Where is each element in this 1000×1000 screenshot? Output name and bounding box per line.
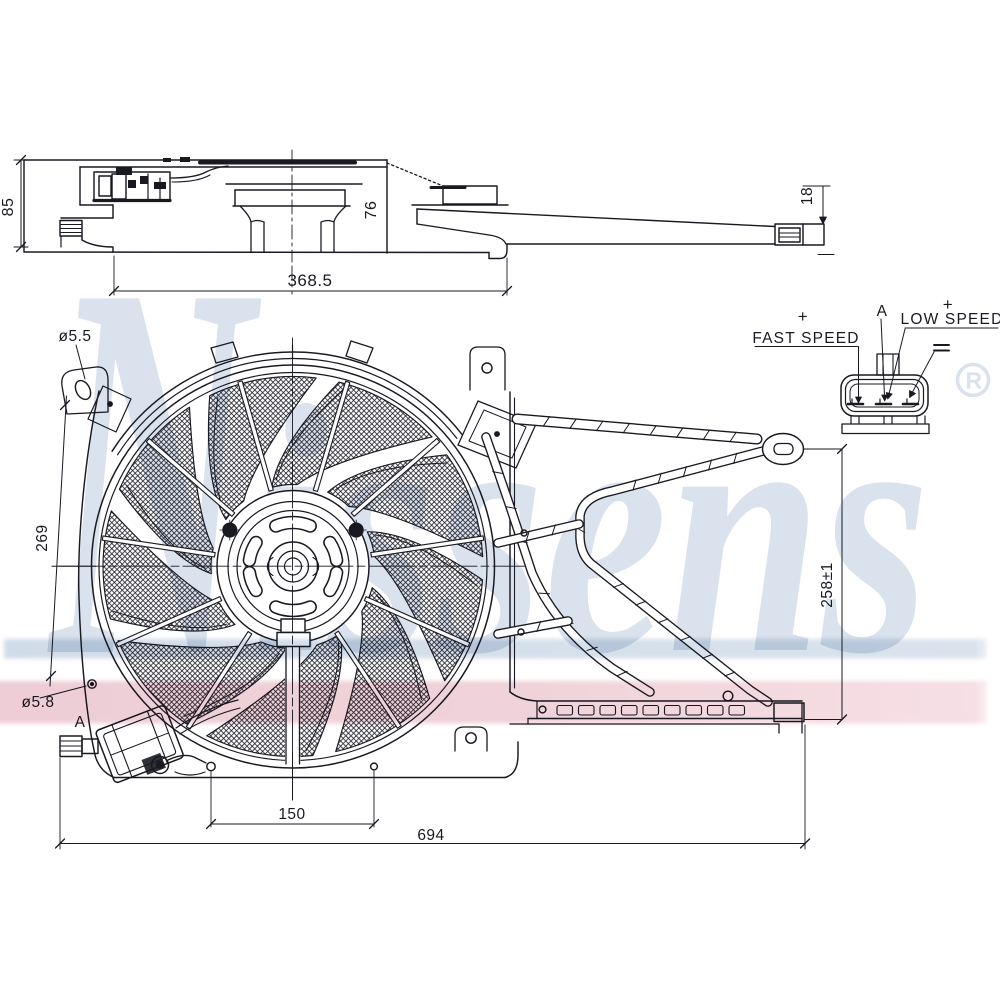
svg-text:A: A [877,303,888,320]
svg-text:+: + [943,295,953,314]
svg-text:694: 694 [417,827,444,844]
svg-text:FAST SPEED: FAST SPEED [752,330,859,347]
svg-text:76: 76 [363,201,380,220]
svg-text:150: 150 [278,806,305,823]
svg-text:18: 18 [799,187,816,205]
svg-text:269: 269 [34,524,51,551]
svg-text:R: R [966,368,983,394]
svg-text:258±1: 258±1 [819,562,836,608]
svg-text:368.5: 368.5 [287,271,332,290]
svg-text:85: 85 [0,198,17,217]
svg-text:LOW SPEED: LOW SPEED [901,311,1000,328]
svg-text:+: + [798,307,808,326]
svg-text:ø5.5: ø5.5 [58,328,91,345]
